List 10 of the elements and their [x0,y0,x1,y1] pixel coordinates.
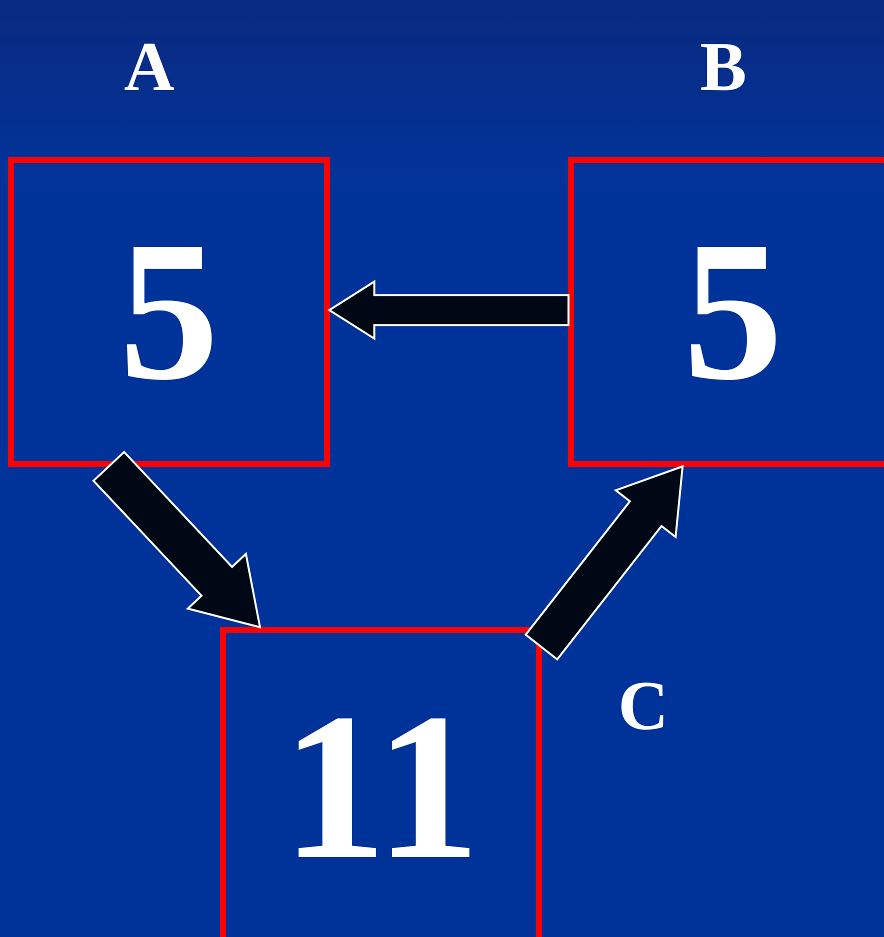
block-arrow [327,280,570,340]
number-value: 11 [282,682,480,892]
number-value: 5 [683,212,783,412]
column-heading: A [124,33,175,103]
column-heading: B [700,33,747,103]
number-box [220,627,542,937]
number-value: 5 [119,212,219,412]
block-arrow [524,464,684,661]
block-arrow [92,450,262,629]
box-caption: C [618,672,669,742]
